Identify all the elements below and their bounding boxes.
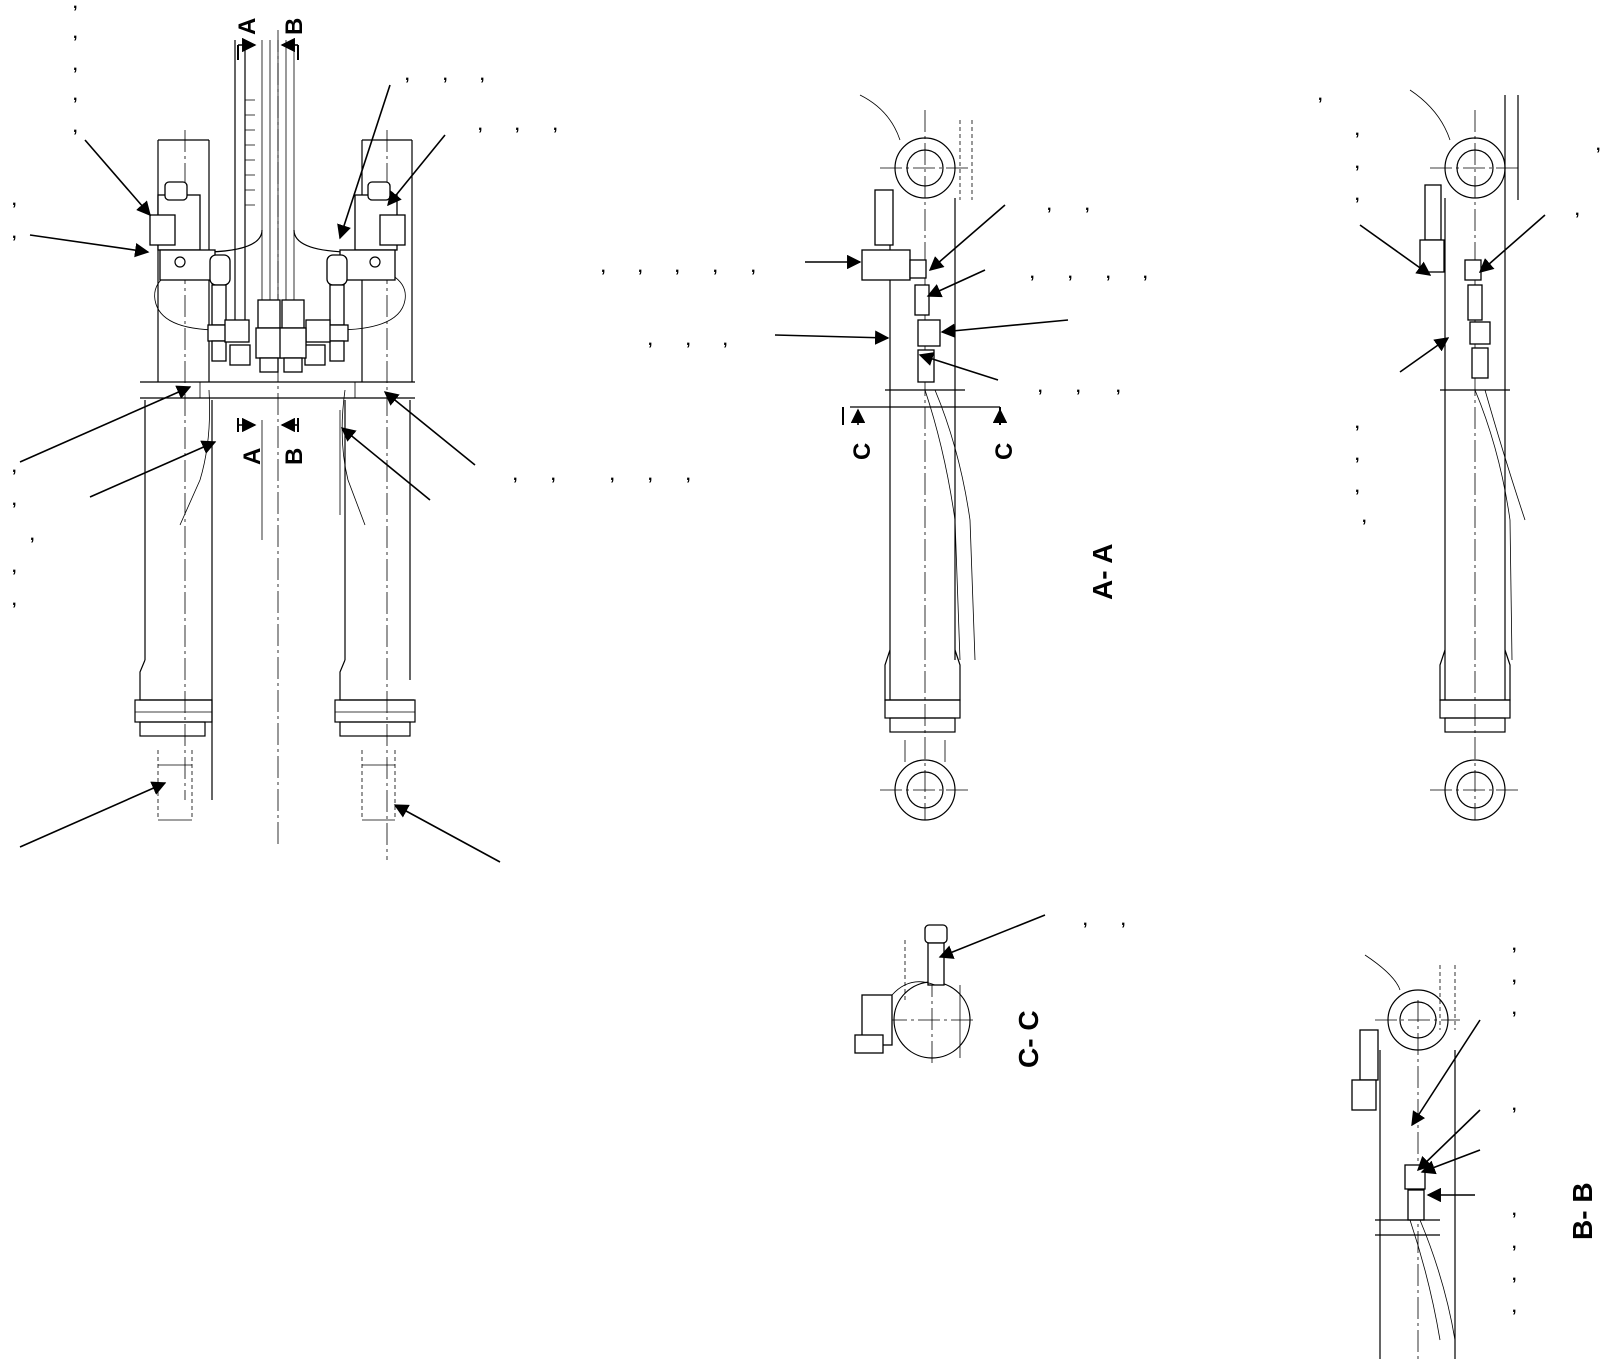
section-a-b-marks: A B A B: [234, 18, 308, 465]
callout-mark: ,: [675, 259, 679, 276]
callout-mark: ,: [1512, 1235, 1516, 1252]
callout-mark: ,: [405, 67, 409, 84]
callout-mark: ,: [1512, 1202, 1516, 1219]
callout-mark: ,: [1085, 197, 1089, 214]
callout-mark: ,: [551, 467, 555, 484]
callout-mark: ,: [1116, 379, 1120, 396]
section-mark-c-left: C: [849, 443, 876, 460]
callout-mark: ,: [1355, 479, 1359, 496]
callout-mark: ,: [553, 117, 557, 134]
callout-mark: ,: [30, 527, 34, 544]
callout-mark: ,: [686, 332, 690, 349]
callout-mark: ,: [1038, 379, 1042, 396]
section-mark-c-right: C: [991, 443, 1018, 460]
callout-mark: ,: [12, 459, 16, 476]
section-mark-b-bottom: B: [281, 448, 308, 465]
callout-mark: ,: [638, 259, 642, 276]
view-title-b-b: B- B: [1567, 1182, 1598, 1240]
callout-mark: ,: [1355, 122, 1359, 139]
callout-mark: ,: [443, 67, 447, 84]
callout-mark: ,: [1512, 1097, 1516, 1114]
callout-mark: ,: [73, 119, 77, 136]
callout-mark: ,: [1030, 265, 1034, 282]
callout-mark: ,: [751, 259, 755, 276]
view-b-b: , , , , , , , , B- B: [1351, 937, 1598, 1359]
view-top-right: , , , , , , , , , ,: [1318, 87, 1600, 821]
callout-mark: ,: [713, 259, 717, 276]
callout-mark: ,: [1512, 1299, 1516, 1316]
callout-mark: ,: [1512, 969, 1516, 986]
callout-mark: ,: [1596, 137, 1600, 154]
main-view-callouts: , , , , , , , , , , , , , , , , , , , , …: [12, 0, 755, 609]
callout-mark: ,: [513, 467, 517, 484]
centre-fittings: [140, 299, 415, 399]
view-title-a-a: A- A: [1087, 543, 1118, 600]
callout-mark: ,: [1355, 187, 1359, 204]
callout-mark: ,: [1575, 202, 1579, 219]
view-c-c: , , C- C: [854, 912, 1125, 1068]
callout-mark: ,: [12, 225, 16, 242]
callout-mark: ,: [1355, 155, 1359, 172]
callout-mark: ,: [1076, 379, 1080, 396]
callout-mark: ,: [723, 332, 727, 349]
hose-bundle: [154, 30, 406, 845]
main-view: A B A B , , , , ,: [12, 0, 755, 863]
callout-mark: ,: [601, 259, 605, 276]
callout-mark: ,: [1362, 509, 1366, 526]
section-mark-b-top: B: [281, 18, 308, 35]
callout-mark: ,: [1512, 1001, 1516, 1018]
callout-mark: ,: [648, 467, 652, 484]
callout-mark: ,: [686, 467, 690, 484]
callout-mark: ,: [1512, 1267, 1516, 1284]
callout-mark: ,: [1512, 937, 1516, 954]
callout-mark: ,: [648, 332, 652, 349]
callout-mark: ,: [1083, 912, 1087, 929]
view-title-c-c: C- C: [1013, 1010, 1044, 1068]
section-mark-a-top: A: [234, 18, 261, 35]
right-valve-block: [304, 181, 406, 366]
callout-mark: ,: [73, 25, 77, 42]
callout-mark: ,: [1068, 265, 1072, 282]
callout-mark: ,: [1121, 912, 1125, 929]
callout-mark: ,: [73, 0, 77, 12]
view-a-a: C C A- A , , , , , , , , ,: [774, 94, 1147, 821]
section-mark-a-bottom: A: [239, 448, 266, 465]
callout-mark: ,: [480, 67, 484, 84]
callout-mark: ,: [73, 57, 77, 74]
callout-mark: ,: [73, 87, 77, 104]
callout-mark: ,: [12, 592, 16, 609]
left-valve-block: [149, 181, 251, 366]
callout-mark: ,: [1318, 87, 1322, 104]
callout-mark: ,: [1143, 265, 1147, 282]
callout-mark: ,: [12, 492, 16, 509]
callout-mark: ,: [1106, 265, 1110, 282]
callout-mark: ,: [12, 192, 16, 209]
callout-mark: ,: [1355, 447, 1359, 464]
callout-mark: ,: [478, 117, 482, 134]
callout-mark: ,: [610, 467, 614, 484]
callout-mark: ,: [1047, 197, 1051, 214]
main-view-leaders: [19, 84, 501, 863]
callout-mark: ,: [1355, 415, 1359, 432]
callout-mark: ,: [515, 117, 519, 134]
callout-mark: ,: [12, 559, 16, 576]
